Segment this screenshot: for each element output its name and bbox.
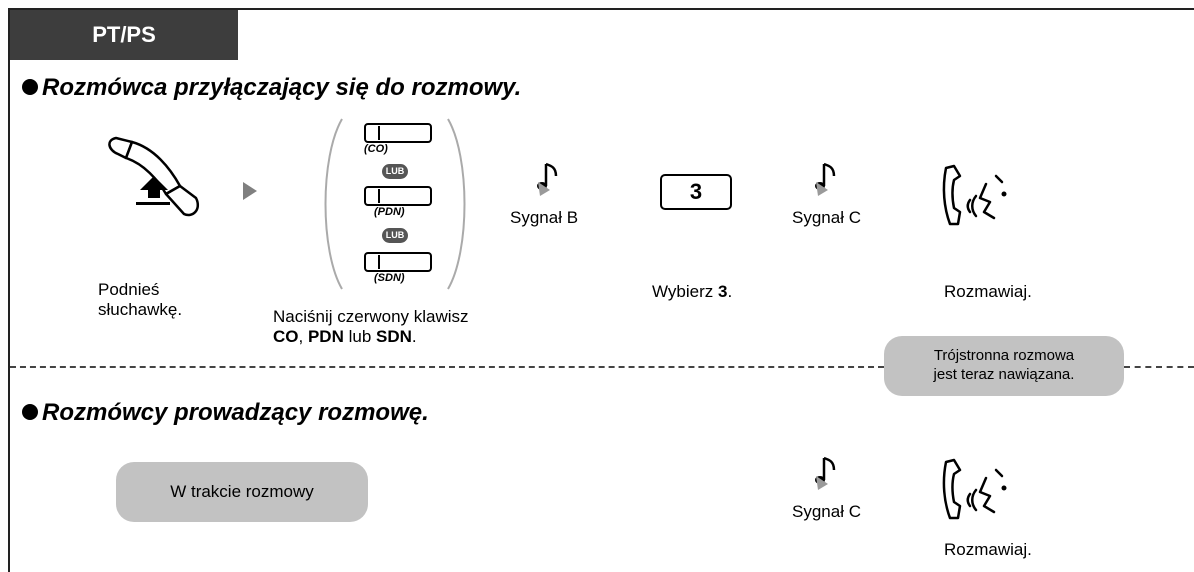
dial-label: Wybierz 3.	[652, 282, 733, 301]
section-divider-right	[1124, 366, 1194, 368]
co-key-icon	[364, 123, 432, 143]
left-paren-bracket	[324, 118, 343, 290]
bullet-icon	[22, 403, 38, 420]
talk-icon	[942, 164, 1007, 226]
or-badge: LUB	[382, 164, 408, 179]
pdn-key-icon	[364, 186, 432, 206]
talk-icon	[942, 458, 1007, 520]
step2-label: Naciśnij czerwony klawisz CO, PDN lub SD…	[273, 307, 469, 346]
pdn-key-label: (PDN)	[374, 206, 405, 218]
talk-label: Rozmawiaj.	[944, 282, 1032, 301]
dial-key-3: 3	[660, 174, 732, 210]
tone-note-icon	[815, 456, 836, 490]
in-conversation-status: W trakcie rozmowy	[116, 462, 368, 522]
sdn-key-label: (SDN)	[374, 272, 405, 284]
tone-b-label: Sygnał B	[510, 208, 579, 227]
tone-note-icon	[815, 162, 836, 196]
frame-top-border	[8, 8, 1194, 10]
tone-c-label: Sygnał C	[792, 208, 861, 227]
next-step-arrow-icon	[243, 182, 257, 200]
step1-label: Podnieś słuchawkę.	[98, 280, 183, 319]
talk-label: Rozmawiaj.	[944, 540, 1032, 559]
frame-left-border	[8, 8, 10, 572]
or-badge: LUB	[382, 228, 408, 243]
tone-note-icon	[537, 162, 558, 196]
sdn-key-icon	[364, 252, 432, 272]
right-paren-bracket	[447, 118, 466, 290]
three-way-note: Trójstronna rozmowa jest teraz nawiązana…	[884, 336, 1124, 396]
device-tab: PT/PS	[10, 10, 238, 60]
off-hook-handset-icon	[108, 136, 200, 217]
bullet-icon	[22, 78, 38, 95]
section2-heading: Rozmówcy prowadzący rozmowę.	[22, 399, 429, 427]
co-key-label: (CO)	[364, 143, 388, 155]
tone-c-label: Sygnał C	[792, 502, 861, 521]
section1-heading: Rozmówca przyłączający się do rozmowy.	[22, 74, 521, 102]
section-divider-left	[10, 366, 884, 368]
